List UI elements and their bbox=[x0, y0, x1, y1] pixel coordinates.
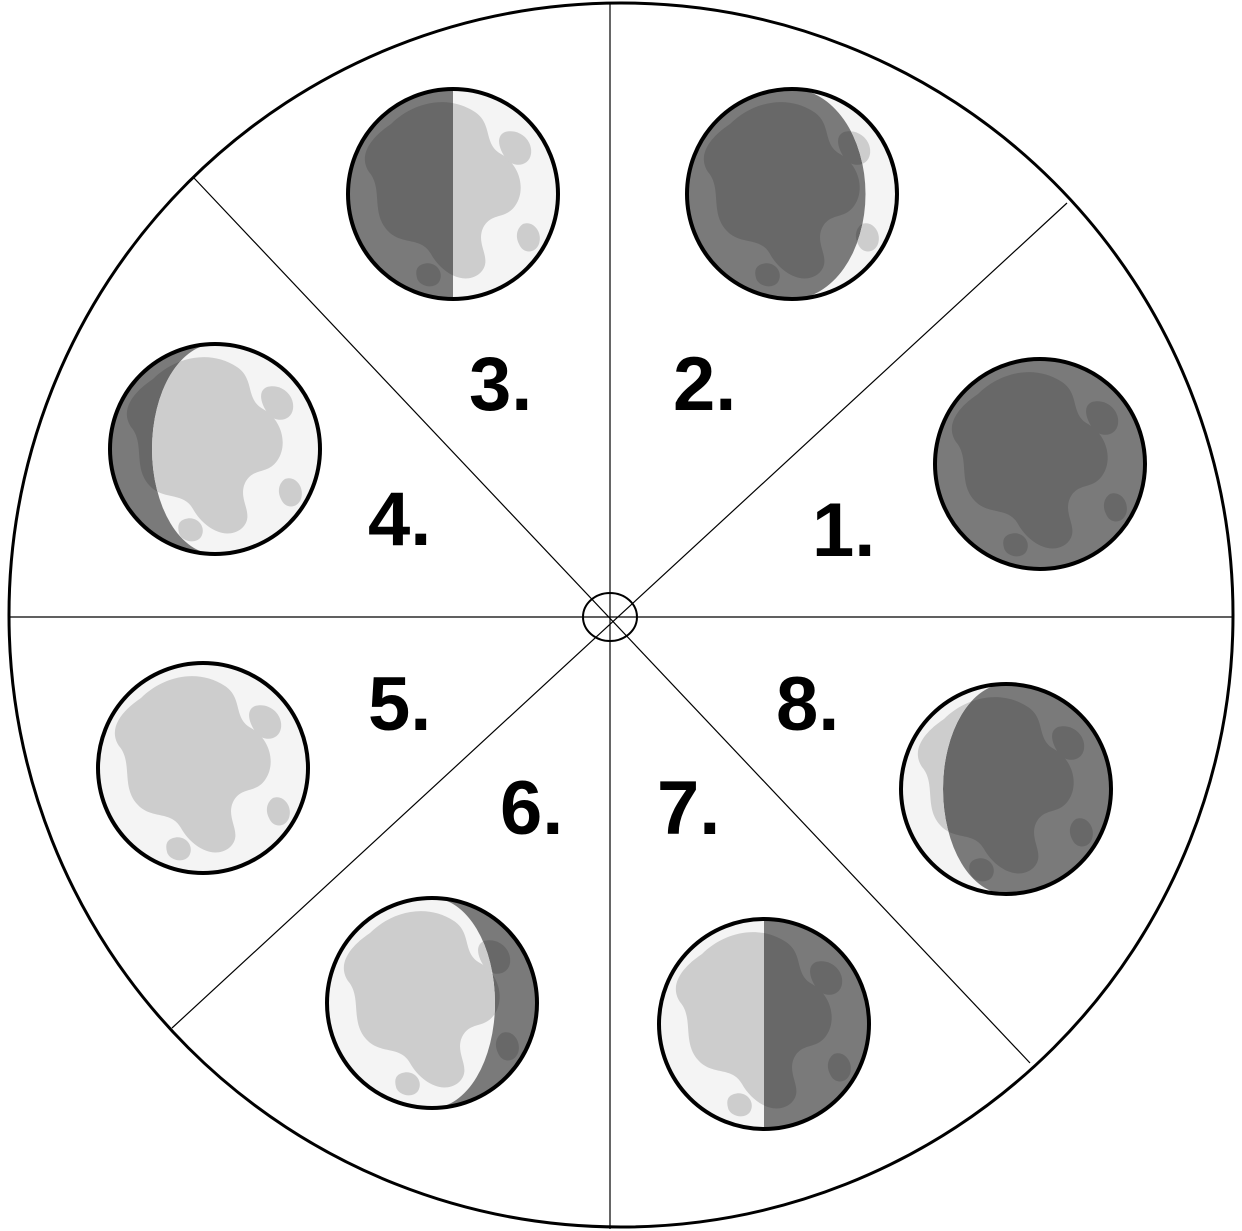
phase-label-4: 4. bbox=[368, 477, 431, 562]
moon-phase-3 bbox=[348, 89, 558, 299]
moon-phase-1 bbox=[935, 359, 1145, 569]
phase-label-1: 1. bbox=[812, 488, 875, 573]
phase-label-6: 6. bbox=[500, 766, 563, 851]
phase-label-3: 3. bbox=[469, 342, 532, 427]
phase-label-8: 8. bbox=[776, 662, 839, 747]
moon-phase-8 bbox=[901, 684, 1111, 894]
moon-phase-5 bbox=[98, 663, 308, 873]
moon-phase-6 bbox=[327, 898, 537, 1108]
phase-label-2: 2. bbox=[673, 342, 736, 427]
moon-phase-2 bbox=[687, 89, 897, 299]
moon-phase-7 bbox=[659, 919, 869, 1129]
phase-label-5: 5. bbox=[368, 662, 431, 747]
moon-phase-4 bbox=[110, 344, 320, 554]
phase-label-7: 7. bbox=[657, 766, 720, 851]
outer-circle bbox=[9, 3, 1233, 1227]
